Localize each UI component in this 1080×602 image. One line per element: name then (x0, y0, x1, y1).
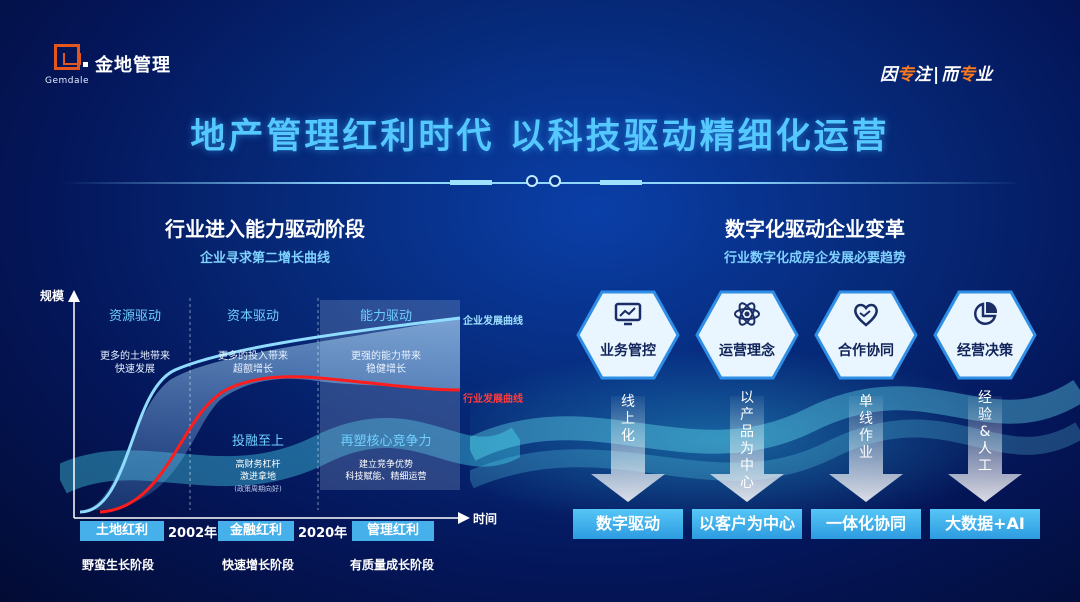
era-badge: 金融红利 (218, 521, 294, 541)
stage-label: 野蛮生长阶段 (82, 558, 155, 572)
pie-chart-icon (974, 301, 998, 325)
column-title: 资本驱动 (226, 309, 279, 324)
divider-accent (600, 180, 642, 185)
column-desc: 快速发展 (115, 364, 155, 375)
lower-desc: 建立竞争优势 (358, 460, 413, 470)
year-label: 2002年 (168, 526, 218, 541)
right-subheading: 行业数字化成房企发展必要趋势 (723, 251, 906, 266)
pillar-label: 业务管控 (600, 343, 656, 359)
left-subheading: 企业寻求第二增长曲线 (199, 251, 330, 266)
pillar-vertical-text: 以产品为中心 (740, 390, 754, 491)
down-arrow (948, 396, 1022, 502)
lower-title: 再塑核心竞争力 (340, 434, 432, 449)
left-heading: 行业进入能力驱动阶段 (165, 217, 365, 241)
pillar-hexagon (576, 290, 680, 380)
pillar-hexagon (814, 290, 918, 380)
pillar-label: 经营决策 (957, 343, 1013, 359)
divider-circle (526, 175, 538, 187)
down-arrow (710, 396, 784, 502)
pillar-vertical-text: 线上化 (621, 394, 635, 444)
slogan: 因专注|而专业 (880, 65, 993, 85)
column-title: 资源驱动 (108, 309, 161, 324)
result-box: 一体化协同 (811, 509, 921, 539)
industry-curve (99, 375, 461, 514)
lower-note: (政策周期向好) (234, 485, 282, 493)
pillar-label: 合作协同 (838, 343, 894, 359)
stage-label: 快速增长阶段 (222, 558, 295, 572)
column-desc: 超额增长 (233, 364, 273, 375)
pillar-hexagon (933, 290, 1037, 380)
page-title: 地产管理红利时代 以科技驱动精细化运营 (190, 117, 890, 157)
gap-area (80, 318, 460, 510)
column-desc: 更强的能力带来 (351, 351, 421, 362)
down-arrow (829, 396, 903, 502)
era-badge: 土地红利 (80, 521, 164, 541)
lower-title: 投融至上 (231, 434, 284, 449)
divider-accent (450, 180, 492, 185)
lower-desc: 激进拿地 (239, 472, 276, 482)
logo-english: Gemdale (45, 76, 90, 86)
handshake-heart-icon (854, 303, 878, 327)
column-desc: 更多的土地带来 (100, 351, 170, 362)
legend-enterprise-curve: 企业发展曲线 (463, 316, 523, 327)
right-heading: 数字化驱动企业变革 (725, 217, 905, 241)
y-axis-label: 规模 (40, 289, 65, 303)
lower-desc: 高财务杠杆 (235, 460, 281, 470)
year-label: 2020年 (298, 526, 348, 541)
pillar-hexagon (695, 290, 799, 380)
enterprise-curve (79, 316, 461, 514)
column-title: 能力驱动 (359, 309, 412, 324)
legend-industry-curve: 行业发展曲线 (463, 394, 523, 405)
divider-circle (549, 175, 561, 187)
result-box: 大数据+AI (930, 509, 1040, 539)
down-arrow (591, 396, 665, 502)
stage-label: 有质量成长阶段 (350, 558, 435, 572)
logo-name: 金地管理 (95, 55, 171, 76)
column-desc: 更多的投入带来 (218, 351, 288, 362)
era-badge: 管理红利 (352, 521, 434, 541)
pillar-vertical-text: 单线作业 (859, 394, 873, 461)
result-box: 以客户为中心 (692, 509, 802, 539)
column-desc: 稳健增长 (366, 364, 406, 375)
logo-icon (54, 44, 81, 70)
x-axis-label: 时间 (473, 512, 498, 526)
pillar-vertical-text: 经验&人工 (978, 390, 992, 474)
logo-dot (83, 62, 88, 67)
atom-icon (734, 302, 760, 326)
growth-chart (68, 290, 470, 524)
pillar-label: 运营理念 (719, 343, 775, 359)
lower-desc: 科技赋能、精细运营 (345, 472, 427, 482)
monitor-chart-icon (614, 302, 642, 326)
result-box: 数字驱动 (573, 509, 683, 539)
title-divider (62, 182, 1022, 184)
